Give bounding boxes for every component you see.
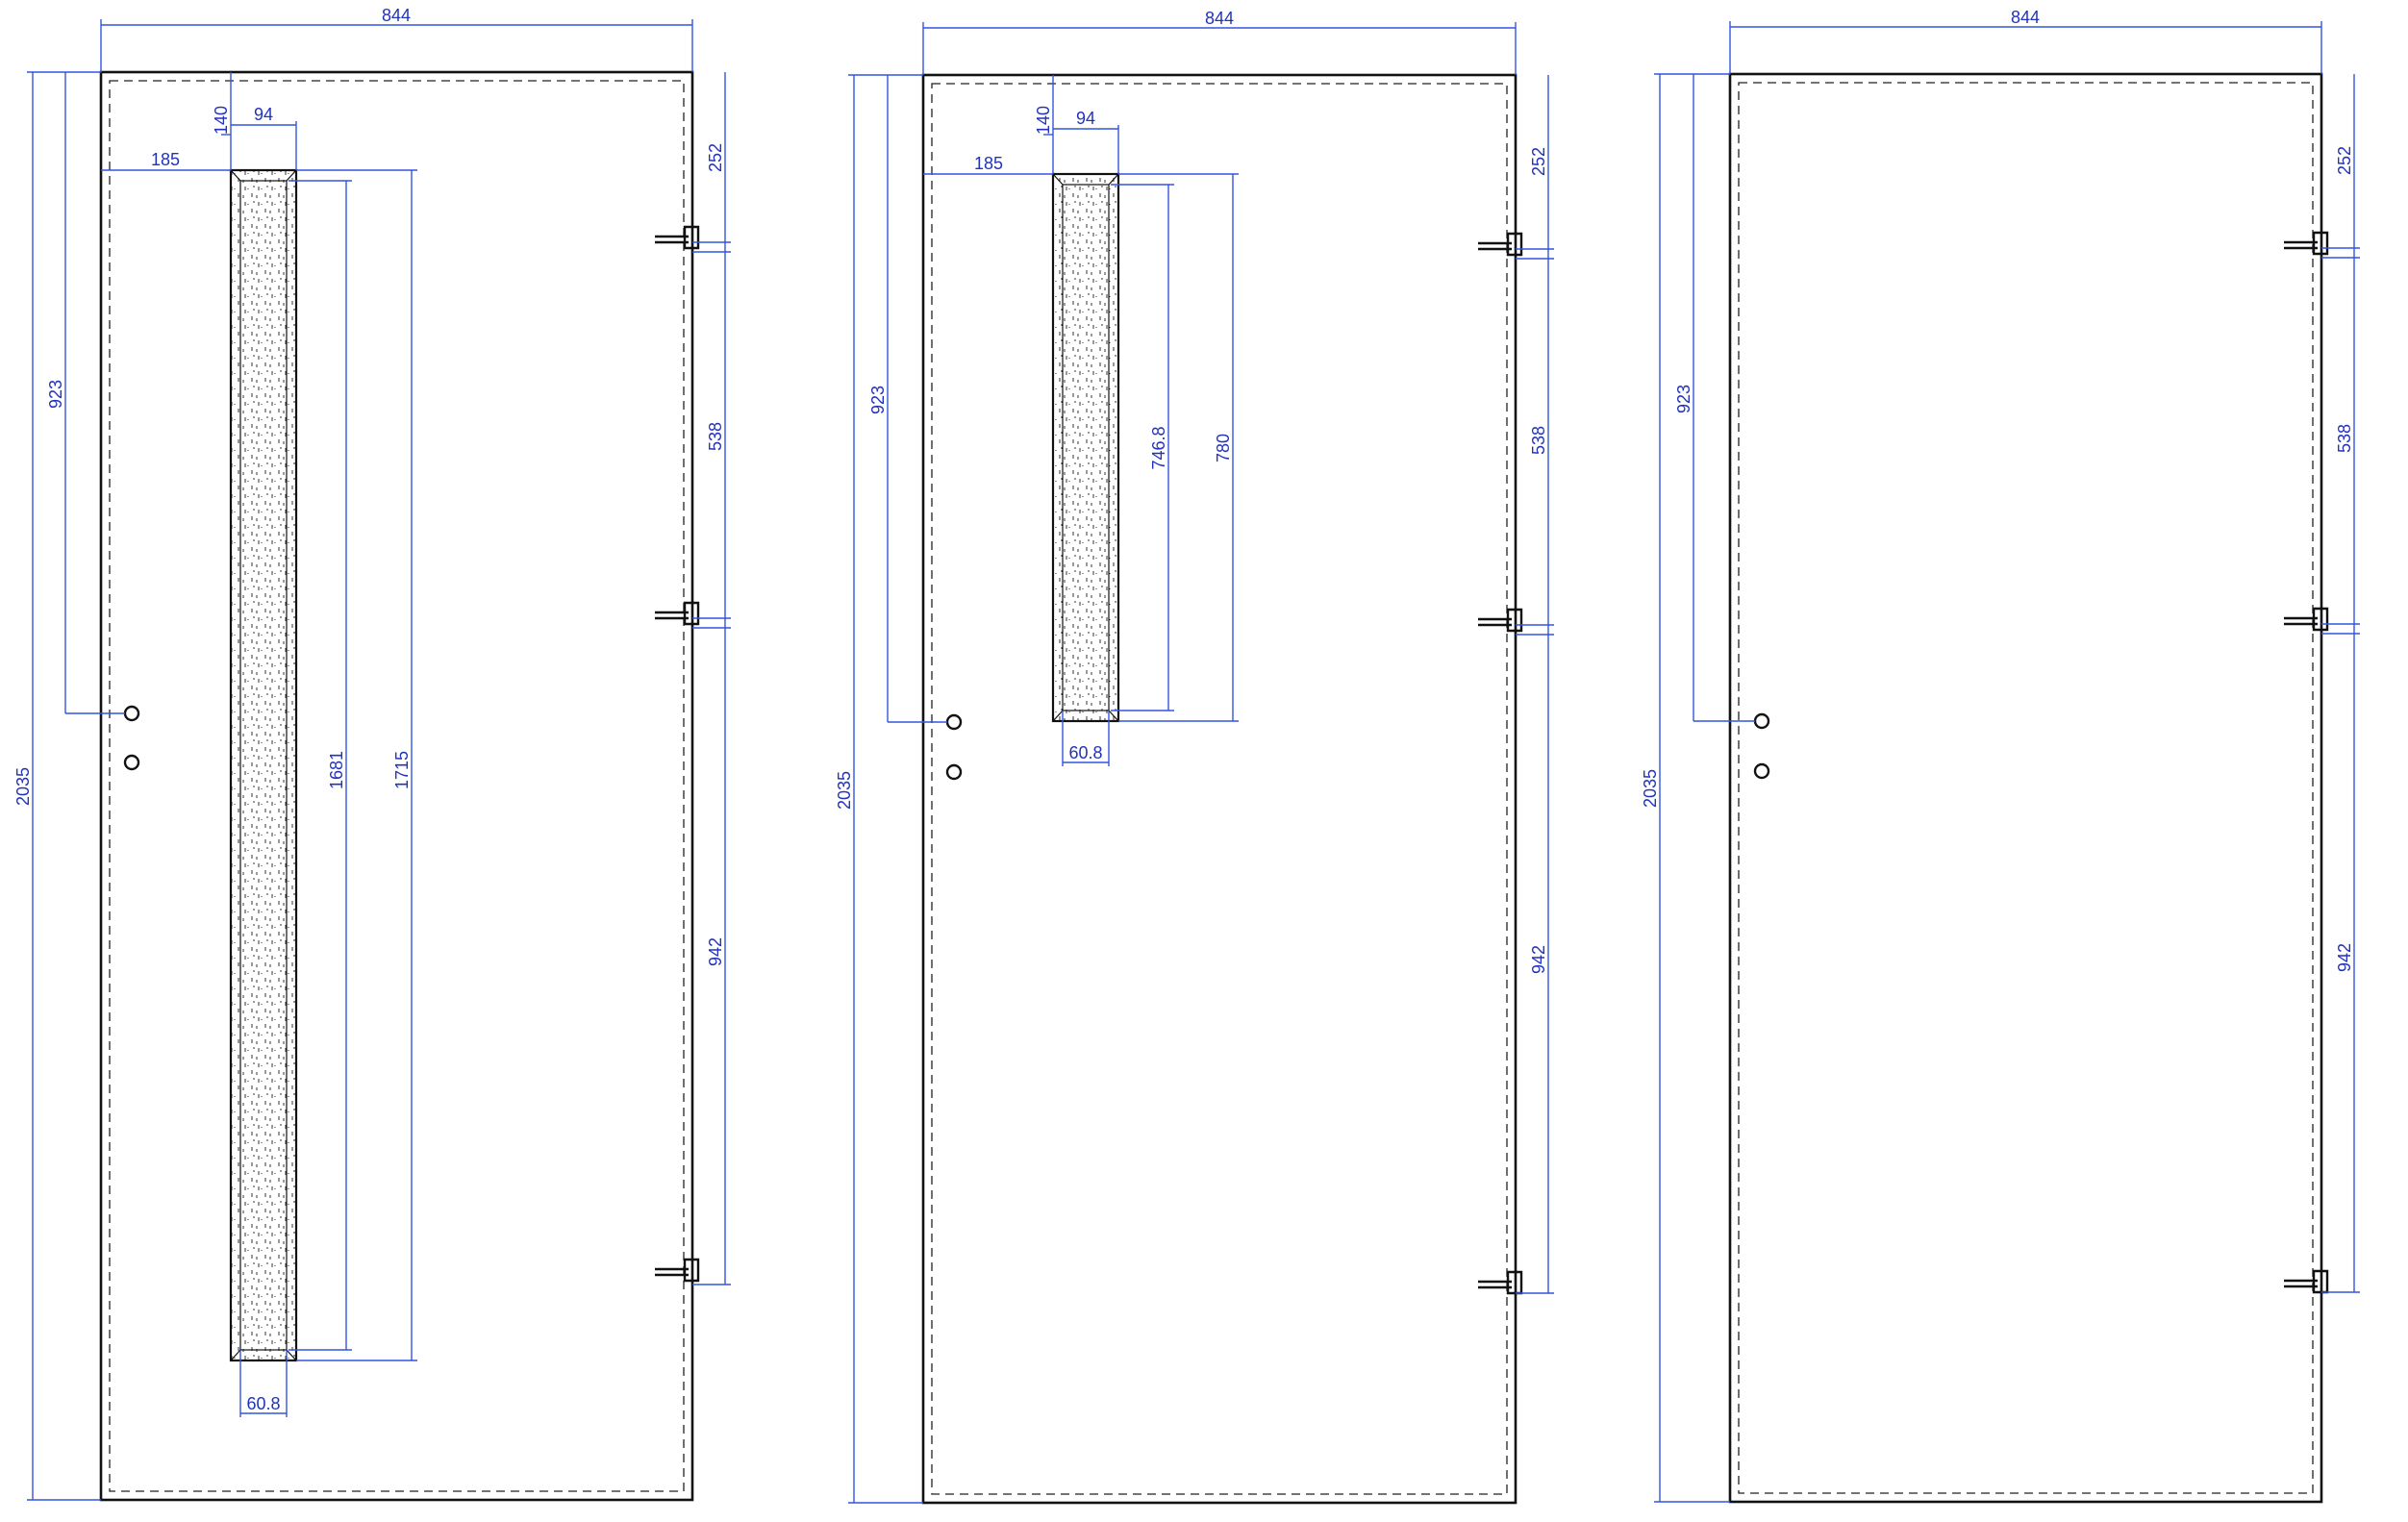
door-2-handle-hole	[945, 713, 963, 731]
door-1-hinge-top-label: 252	[706, 143, 725, 172]
door-3-width-label: 844	[2011, 8, 2040, 27]
door-3: 844 2035 923 252 538 942	[1641, 8, 2360, 1504]
door-1-width-label: 844	[382, 6, 411, 25]
door-2-handle-height-label: 923	[868, 386, 888, 414]
door-1-dimension-lines	[27, 19, 731, 1501]
door-2-glass-height-label: 780	[1214, 434, 1233, 462]
door-3-height-label: 2035	[1641, 769, 1660, 808]
door-1-glass-height-label: 1715	[392, 751, 412, 789]
door-1-hinge-middle-label: 538	[706, 422, 725, 451]
door-3-outline	[1728, 72, 2323, 1504]
door-1-hinge-bottom	[655, 1258, 700, 1283]
door-1-height-label: 2035	[13, 767, 33, 806]
door-2-inner-edge	[931, 83, 1508, 1495]
door-3-hinge-top-label: 252	[2335, 146, 2354, 175]
door-1-visible-width-label: 60.8	[246, 1394, 280, 1413]
door-1-outline	[99, 70, 694, 1502]
door-1-hinge-middle	[655, 601, 700, 626]
door-3-inner-edge	[1738, 82, 2314, 1494]
door-1-glass-width-label: 94	[254, 105, 273, 124]
door-2-glass-left-label: 185	[974, 154, 1003, 173]
door-2-glass-width-label: 94	[1076, 109, 1095, 128]
door-1-glass-panel	[229, 168, 298, 1362]
door-3-hinge-middle-label: 538	[2335, 424, 2354, 453]
door-2: 844 2035 923 140 185 94 746.8 780 60.8 2…	[835, 9, 1554, 1505]
door-2-lock-hole	[945, 763, 963, 781]
door-2-hinge-middle-label: 538	[1529, 426, 1548, 455]
door-2-glass-top-label: 140	[1034, 106, 1053, 135]
door-3-hinge-top	[2284, 231, 2329, 256]
door-1-hinge-top	[655, 225, 700, 250]
door-1-handle-hole	[123, 705, 140, 722]
door-2-visible-height-label: 746.8	[1149, 426, 1168, 469]
door-2-height-label: 2035	[835, 771, 854, 810]
door-1-lock-hole	[123, 754, 140, 771]
door-2-hinge-middle	[1478, 608, 1523, 633]
door-3-dimension-lines	[1654, 21, 2360, 1503]
door-2-hinge-top	[1478, 232, 1523, 257]
door-1-handle-height-label: 923	[46, 380, 65, 409]
door-2-width-label: 844	[1205, 9, 1234, 28]
door-3-handle-hole	[1753, 712, 1770, 730]
door-1-visible-height-label: 1681	[327, 751, 346, 789]
door-1-hinge-bottom-label: 942	[706, 937, 725, 966]
door-2-glass-panel	[1051, 172, 1120, 723]
door-2-dimension-lines	[848, 22, 1554, 1504]
door-3-lock-hole	[1753, 762, 1770, 780]
door-2-outline	[921, 73, 1518, 1505]
door-2-hinge-top-label: 252	[1529, 147, 1548, 176]
door-3-handle-height-label: 923	[1674, 385, 1693, 413]
door-1-inner-edge	[109, 80, 685, 1492]
door-1-glass-left-label: 185	[151, 150, 180, 169]
door-1-glass-top-label: 140	[212, 106, 231, 135]
door-2-visible-width-label: 60.8	[1068, 743, 1102, 762]
door-2-hinge-bottom-label: 942	[1529, 945, 1548, 974]
door-3-hinge-middle	[2284, 607, 2329, 632]
door-3-hinge-bottom-label: 942	[2335, 943, 2354, 972]
door-1: 844 2035 923 140 185 94 1681 1715 60.8 2…	[13, 6, 731, 1502]
